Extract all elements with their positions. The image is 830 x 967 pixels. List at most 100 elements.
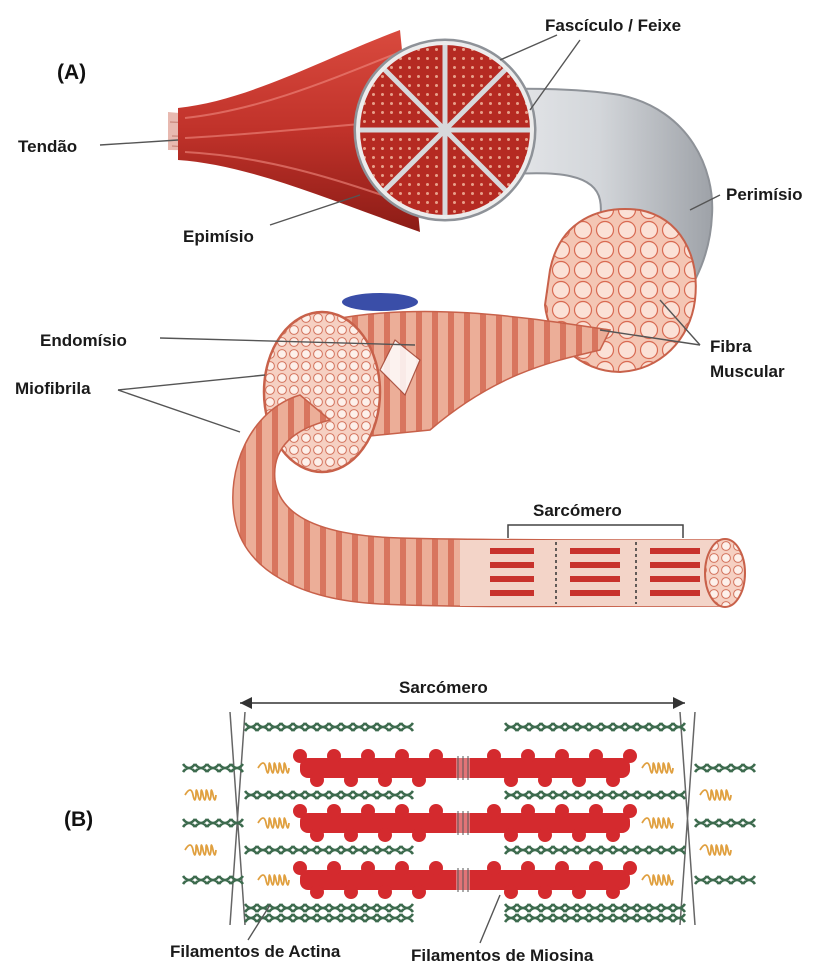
myosin-head bbox=[521, 861, 535, 875]
myosin-head bbox=[589, 804, 603, 818]
fascicle-cross-section bbox=[355, 40, 535, 220]
myosin-head bbox=[538, 828, 552, 842]
titin-spring bbox=[642, 875, 673, 885]
actin-filament bbox=[505, 791, 685, 799]
myosin-head bbox=[361, 749, 375, 763]
label-sarcomero-a: Sarcómero bbox=[533, 501, 622, 520]
myosin-head bbox=[412, 885, 426, 899]
myosin-head bbox=[344, 885, 358, 899]
myosin-head bbox=[361, 861, 375, 875]
titin-spring bbox=[185, 790, 216, 800]
sarcomere-schematic bbox=[183, 723, 755, 922]
titin-spring bbox=[185, 845, 216, 855]
myosin-head bbox=[589, 749, 603, 763]
sarcomere-arrow bbox=[240, 697, 685, 709]
myosin-head bbox=[623, 804, 637, 818]
myosin-head bbox=[327, 804, 341, 818]
myosin-head bbox=[293, 749, 307, 763]
actin-filament bbox=[245, 791, 413, 799]
actin-filament bbox=[695, 819, 755, 827]
myosin-head bbox=[521, 749, 535, 763]
panel-b-label: (B) bbox=[64, 808, 93, 831]
label-sarcomero-b: Sarcómero bbox=[399, 678, 488, 697]
titin-spring bbox=[258, 818, 289, 828]
actin-filament bbox=[505, 846, 685, 854]
label-perimisio: Perimísio bbox=[726, 185, 803, 204]
panel-a-label: (A) bbox=[57, 61, 86, 84]
panel-a: (A) Fascículo / Feixe Tendão Perimísio E… bbox=[15, 16, 803, 607]
myosin-head bbox=[606, 828, 620, 842]
myosin-head bbox=[623, 861, 637, 875]
myosin-head bbox=[555, 861, 569, 875]
myosin-head bbox=[327, 749, 341, 763]
actin-filament bbox=[505, 723, 685, 731]
label-epimisio: Epimísio bbox=[183, 227, 254, 246]
myosin-head bbox=[487, 749, 501, 763]
myosin-head bbox=[293, 861, 307, 875]
myosin-head bbox=[606, 885, 620, 899]
sarcomere-bracket-a bbox=[508, 525, 683, 538]
myosin-head bbox=[361, 804, 375, 818]
myosin-head bbox=[310, 773, 324, 787]
myosin-head bbox=[395, 861, 409, 875]
titin-spring bbox=[642, 763, 673, 773]
label-tendao: Tendão bbox=[18, 137, 77, 156]
myosin-head bbox=[395, 804, 409, 818]
myosin-head bbox=[293, 804, 307, 818]
myosin-head bbox=[378, 885, 392, 899]
titin-spring bbox=[258, 875, 289, 885]
myosin-head bbox=[378, 773, 392, 787]
myosin-head bbox=[606, 773, 620, 787]
myosin-head bbox=[310, 885, 324, 899]
actin-filament bbox=[505, 904, 685, 912]
myosin-head bbox=[521, 804, 535, 818]
titin-spring bbox=[258, 763, 289, 773]
myosin-head bbox=[572, 828, 586, 842]
label-miosina: Filamentos de Miosina bbox=[411, 946, 594, 965]
titin-spring bbox=[642, 818, 673, 828]
myosin-head bbox=[504, 828, 518, 842]
myosin-head bbox=[412, 773, 426, 787]
myosin-head bbox=[395, 749, 409, 763]
label-muscular: Muscular bbox=[710, 362, 785, 381]
panel-b: (B) Sarcómero Filamentos de Actina Filam… bbox=[64, 678, 755, 965]
myosin-head bbox=[429, 804, 443, 818]
myosin-head bbox=[538, 773, 552, 787]
titin-spring bbox=[700, 845, 731, 855]
myosin-head bbox=[344, 773, 358, 787]
actin-filament bbox=[183, 819, 243, 827]
titin-spring bbox=[700, 790, 731, 800]
myosin-head bbox=[344, 828, 358, 842]
myosin-head bbox=[572, 885, 586, 899]
myosin-head bbox=[555, 804, 569, 818]
label-miofibrila: Miofibrila bbox=[15, 379, 91, 398]
myosin-head bbox=[487, 804, 501, 818]
myosin-head bbox=[429, 749, 443, 763]
myosin-head bbox=[504, 885, 518, 899]
myofibril bbox=[233, 395, 745, 607]
label-fasciculo: Fascículo / Feixe bbox=[545, 16, 681, 35]
myosin-head bbox=[412, 828, 426, 842]
actin-filament bbox=[245, 723, 413, 731]
label-actina: Filamentos de Actina bbox=[170, 942, 341, 961]
myosin-head bbox=[589, 861, 603, 875]
label-endomisio: Endomísio bbox=[40, 331, 127, 350]
actin-filament bbox=[695, 764, 755, 772]
myosin-head bbox=[572, 773, 586, 787]
myosin-head bbox=[310, 828, 324, 842]
myosin-head bbox=[555, 749, 569, 763]
actin-filament bbox=[245, 846, 413, 854]
actin-filament bbox=[695, 876, 755, 884]
nerve-ending bbox=[342, 293, 418, 311]
myosin-head bbox=[429, 861, 443, 875]
actin-filament bbox=[245, 914, 413, 922]
myosin-head bbox=[504, 773, 518, 787]
myosin-head bbox=[623, 749, 637, 763]
label-fibra: Fibra bbox=[710, 337, 752, 356]
myosin-head bbox=[538, 885, 552, 899]
myosin-head bbox=[487, 861, 501, 875]
myosin-head bbox=[327, 861, 341, 875]
actin-filament bbox=[505, 914, 685, 922]
myosin-head bbox=[378, 828, 392, 842]
